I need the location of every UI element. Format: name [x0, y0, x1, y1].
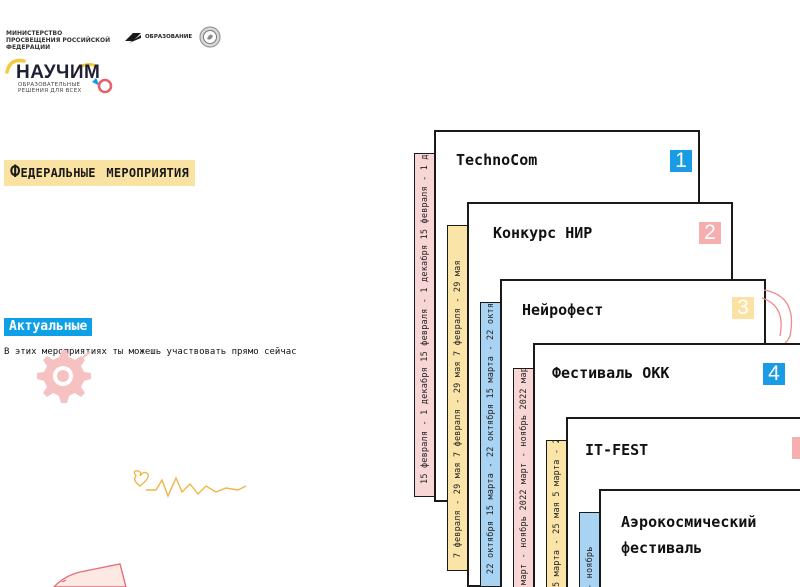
- event-dates-5: 5 марта - 25 мая 5 марта - 25 мая 5 март…: [552, 440, 562, 587]
- ministry-name: МИНИСТЕРСТВО ПРОСВЕЩЕНИЯ РОССИЙСКОЙ ФЕДЕ…: [6, 30, 111, 51]
- event-number-5: [792, 437, 800, 459]
- brand-subtitle: ОБРАЗОВАТЕЛЬНЫЕ РЕШЕНИЯ ДЛЯ ВСЕХ: [18, 82, 82, 94]
- event-dates-3: 22 октября 15 марта - 22 октября 15 март…: [486, 302, 496, 574]
- heart-squiggle-icon: [126, 466, 250, 504]
- event-dates-strip-3: 22 октября 15 марта - 22 октября 15 март…: [480, 302, 502, 587]
- obrazovanie-label: ОБРАЗОВАНИЕ: [145, 34, 193, 40]
- event-dates-strip-4: март - ноябрь 2022 март - ноябрь 2022 ма…: [513, 368, 535, 587]
- event-dates-4: март - ноябрь 2022 март - ноябрь 2022 ма…: [519, 368, 529, 585]
- section-description: В этих мероприятиях ты можешь участвоват…: [4, 347, 297, 357]
- nauchim-logo[interactable]: НАУЧИМ ОБРАЗОВАТЕЛЬНЫЕ РЕШЕНИЯ ДЛЯ ВСЕХ: [4, 56, 124, 98]
- event-number-4: 4: [763, 363, 785, 385]
- obrazovanie-logo-icon: [124, 30, 142, 44]
- seal-icon: [199, 26, 221, 48]
- event-dates-2: 7 февраля - 29 мая 7 февраля - 29 мая 7 …: [453, 260, 463, 558]
- obrazovanie-logo: ОБРАЗОВАНИЕ: [124, 30, 192, 44]
- event-dates-6: - ноябрь: [585, 546, 595, 587]
- section-tag-actual[interactable]: Актуальные: [4, 318, 93, 336]
- event-dates-strip-6: - ноябрь: [579, 512, 601, 587]
- event-title-1: TechnoCom: [456, 151, 538, 169]
- event-number-2: 2: [699, 222, 721, 244]
- pencil-icon: [50, 562, 130, 587]
- event-title-2: Конкурс НИР: [493, 224, 593, 242]
- event-dates-strip-2: 7 февраля - 29 мая 7 февраля - 29 мая 7 …: [447, 225, 469, 571]
- event-title-4: Фестиваль ОКК: [552, 364, 670, 382]
- event-title-5: IT-FEST: [585, 441, 649, 459]
- event-number-3: 3: [732, 297, 754, 319]
- event-dates-1: 15 февраля - 1 декабря 15 февраля - 1 де…: [420, 153, 430, 484]
- nauchim-logo-icon: [4, 56, 124, 102]
- page-title: Федеральные мероприятия: [4, 160, 196, 186]
- event-title-6: Аэрокосмический фестиваль: [621, 513, 757, 557]
- event-title-3: Нейрофест: [522, 301, 604, 319]
- event-number-1: 1: [670, 150, 692, 172]
- event-dates-strip-1: 15 февраля - 1 декабря 15 февраля - 1 де…: [414, 153, 436, 497]
- gear-icon: [30, 344, 94, 408]
- event-dates-strip-5: 5 марта - 25 мая 5 марта - 25 мая 5 март…: [546, 440, 568, 587]
- brand-title: НАУЧИМ: [16, 62, 101, 83]
- event-card-aerospace[interactable]: Аэрокосмический фестиваль: [599, 489, 800, 587]
